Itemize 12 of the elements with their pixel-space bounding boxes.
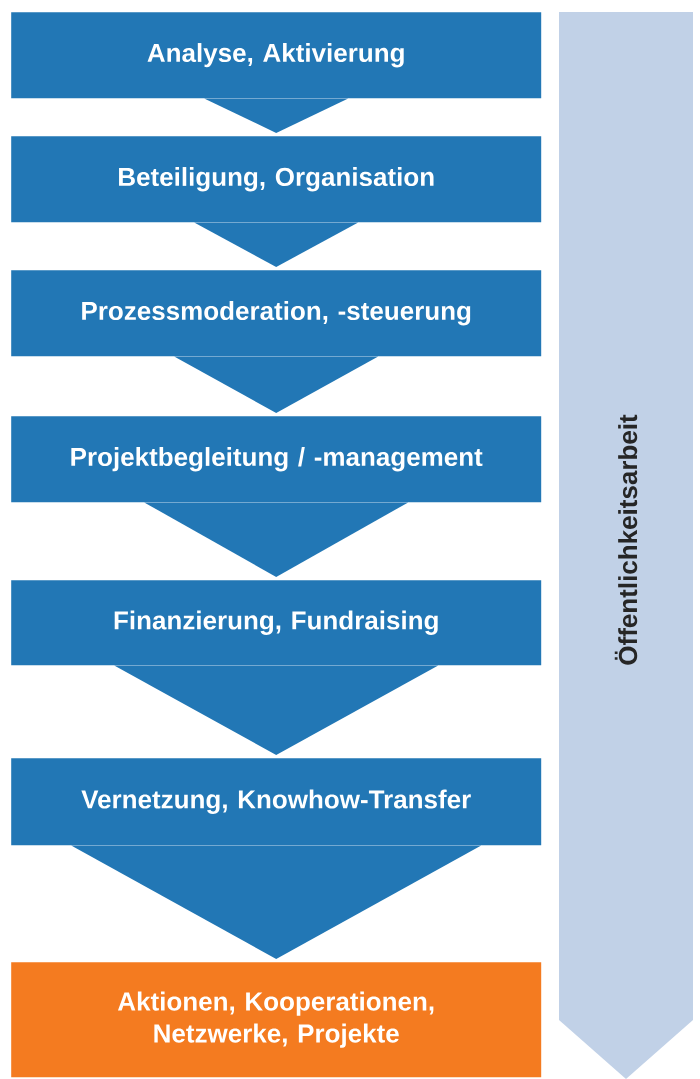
chevron-arrow [114,665,439,755]
side-arrow-band: Öffentlichkeitsarbeit [559,12,693,1079]
chevron-arrow [71,845,482,959]
chevron-arrow [194,222,359,267]
step-box: Vernetzung, Knowhow-Transfer [11,758,542,846]
node-label: Vernetzung, Knowhow-Transfer [81,789,471,814]
node-label: Finanzierung, Fundraising [114,610,438,635]
result-box: Aktionen, Kooperationen, Netzwerke, Projekte [11,962,542,1078]
step-box: Finanzierung, Fundraising [11,580,542,666]
chevron-arrow [144,502,409,577]
chevron-arrow [174,356,379,413]
chevron-arrow [204,98,349,133]
